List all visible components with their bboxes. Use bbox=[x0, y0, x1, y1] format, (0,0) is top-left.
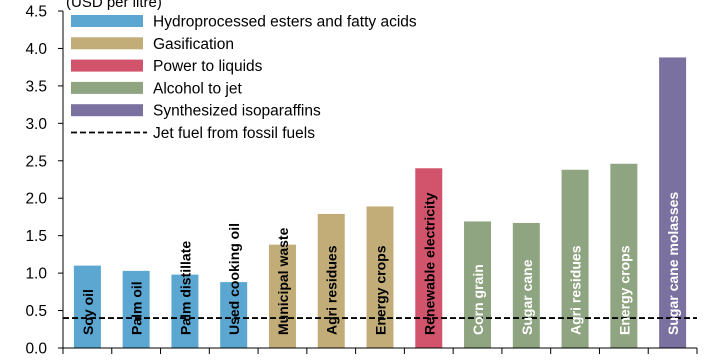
y-tick-label: 1.5 bbox=[25, 228, 47, 245]
legend-swatch bbox=[71, 59, 143, 72]
bar-label: Palm oil bbox=[129, 281, 145, 335]
y-tick-label: 3.0 bbox=[25, 116, 47, 133]
y-tick-label: 3.5 bbox=[25, 78, 47, 95]
y-tick-label: 1.0 bbox=[25, 266, 47, 283]
bar-label: Agri residues bbox=[324, 245, 340, 335]
legend-label: Jet fuel from fossil fuels bbox=[153, 125, 315, 142]
bar-label: Used cooking oil bbox=[226, 223, 242, 335]
bar bbox=[366, 206, 394, 348]
y-tick-label: 4.5 bbox=[25, 4, 47, 21]
legend-swatch bbox=[71, 104, 143, 117]
y-tick-label: 4.0 bbox=[25, 41, 47, 58]
y-tick-label: 0.0 bbox=[25, 341, 47, 357]
bar bbox=[659, 57, 687, 348]
bar-label: Sugar cane bbox=[519, 259, 535, 335]
legend-label: Synthesized isoparaffins bbox=[153, 103, 321, 120]
legend-label: Alcohol to jet bbox=[153, 80, 242, 97]
y-tick-label: 2.5 bbox=[25, 153, 47, 170]
bar bbox=[73, 265, 101, 348]
y-tick-label: 2.0 bbox=[25, 191, 47, 208]
y-tick-label: 0.5 bbox=[25, 303, 47, 320]
bar-label: Corn grain bbox=[470, 264, 486, 335]
bar bbox=[561, 169, 589, 348]
bar bbox=[464, 221, 492, 348]
bar-label: Energy crops bbox=[616, 245, 632, 335]
bar bbox=[122, 270, 150, 348]
legend-label: Power to liquids bbox=[153, 58, 263, 75]
bar bbox=[171, 274, 199, 348]
bar-label: Agri residues bbox=[568, 245, 584, 335]
legend-swatch bbox=[71, 81, 143, 94]
bar-label: Sugar cane molasses bbox=[665, 192, 681, 335]
legend-swatch bbox=[71, 37, 143, 50]
bar bbox=[317, 213, 345, 348]
bar-label: Energy crops bbox=[373, 245, 389, 335]
bar-label: Palm distillate bbox=[177, 241, 193, 335]
bar bbox=[268, 244, 296, 348]
bar bbox=[220, 282, 248, 348]
legend-label: Hydroprocessed esters and fatty acids bbox=[153, 14, 417, 31]
bar-label: Municipal waste bbox=[275, 227, 291, 335]
bar-label: Renewable electricity bbox=[421, 192, 437, 335]
legend-label: Gasification bbox=[153, 36, 234, 53]
legend-swatch bbox=[71, 15, 143, 27]
y-unit-label: (USD per litre) bbox=[66, 0, 162, 11]
bar bbox=[512, 222, 540, 348]
bar-label: Soy oil bbox=[80, 289, 96, 335]
